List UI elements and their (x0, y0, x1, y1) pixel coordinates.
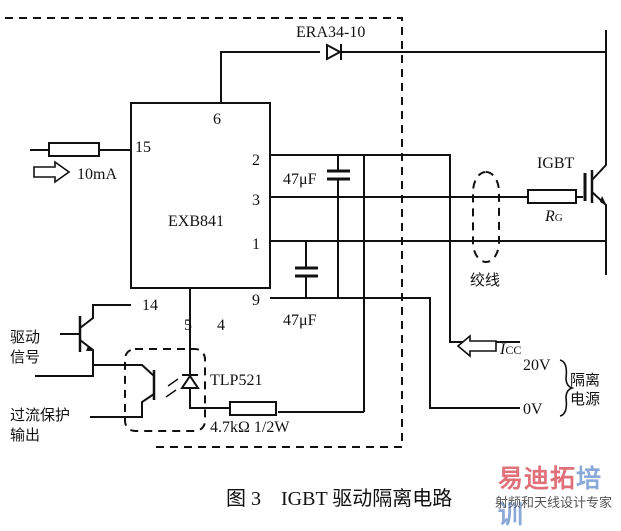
wire-collector (341, 30, 607, 53)
pin-4-label: 4 (217, 317, 225, 334)
input-current-label: 10mA (77, 166, 117, 183)
circuit-diagram: EXB841 6 15 2 3 1 9 14 5 4 ERA34-10 10mA… (5, 17, 607, 448)
drive-signal-label-2: 信号 (10, 348, 40, 366)
dashed-enclosure (5, 17, 403, 448)
v20-label: 20V (523, 357, 551, 374)
figure-caption: 图 3 IGBT 驱动隔离电路 (226, 482, 452, 511)
isolated-power-label-1: 隔离 (570, 371, 600, 389)
figure-number: 图 3 (226, 488, 261, 510)
wire-pin6 (220, 51, 320, 103)
exb841-chip (130, 102, 271, 289)
capacitor-bottom-label: 47μF (283, 312, 317, 329)
pin-2-label: 2 (252, 152, 260, 169)
input-resistor (48, 142, 100, 157)
igbt-label: IGBT (537, 155, 575, 172)
diode-label: ERA34-10 (296, 24, 365, 41)
twisted-pair-label: 绞线 (470, 271, 500, 289)
pin-6-label: 6 (213, 111, 221, 128)
wire-pin9-0v (270, 297, 520, 409)
gate-resistor-label: RG (544, 208, 563, 225)
chip-name: EXB841 (168, 213, 224, 230)
drive-signal-label-1: 驱动 (10, 328, 40, 346)
v0-label: 0V (523, 401, 543, 418)
optocoupler-label: TLP521 (210, 372, 262, 389)
icc-arrow-icon (456, 334, 497, 358)
overcurrent-label-1: 过流保护 (10, 406, 70, 424)
diode-icon (326, 43, 343, 61)
current-arrow-icon (33, 160, 71, 184)
light-emission-icon (165, 378, 179, 398)
isolated-power-label-2: 电源 (570, 390, 600, 408)
capacitor-top-label: 47μF (283, 171, 317, 188)
pin-14-label: 14 (142, 297, 158, 314)
twisted-pair-icon (472, 171, 500, 263)
icc-label: ICC (499, 341, 521, 358)
overcurrent-label-2: 输出 (10, 426, 40, 444)
opto-resistor-label: 4.7kΩ 1/2W (210, 419, 290, 436)
led-icon (180, 374, 200, 389)
gate-resistor (527, 189, 577, 204)
optocoupler-box (124, 348, 206, 432)
pin-15-label: 15 (135, 139, 151, 156)
pin-3-label: 3 (252, 192, 260, 209)
pin-5-label: 5 (184, 317, 192, 334)
pin-1-label: 1 (252, 236, 260, 253)
opto-resistor (229, 401, 277, 416)
pin-9-label: 9 (252, 292, 260, 309)
figure-title: IGBT 驱动隔离电路 (281, 488, 453, 510)
watermark-slogan: 射频和天线设计专家 (495, 496, 613, 511)
brace-icon (559, 359, 575, 417)
